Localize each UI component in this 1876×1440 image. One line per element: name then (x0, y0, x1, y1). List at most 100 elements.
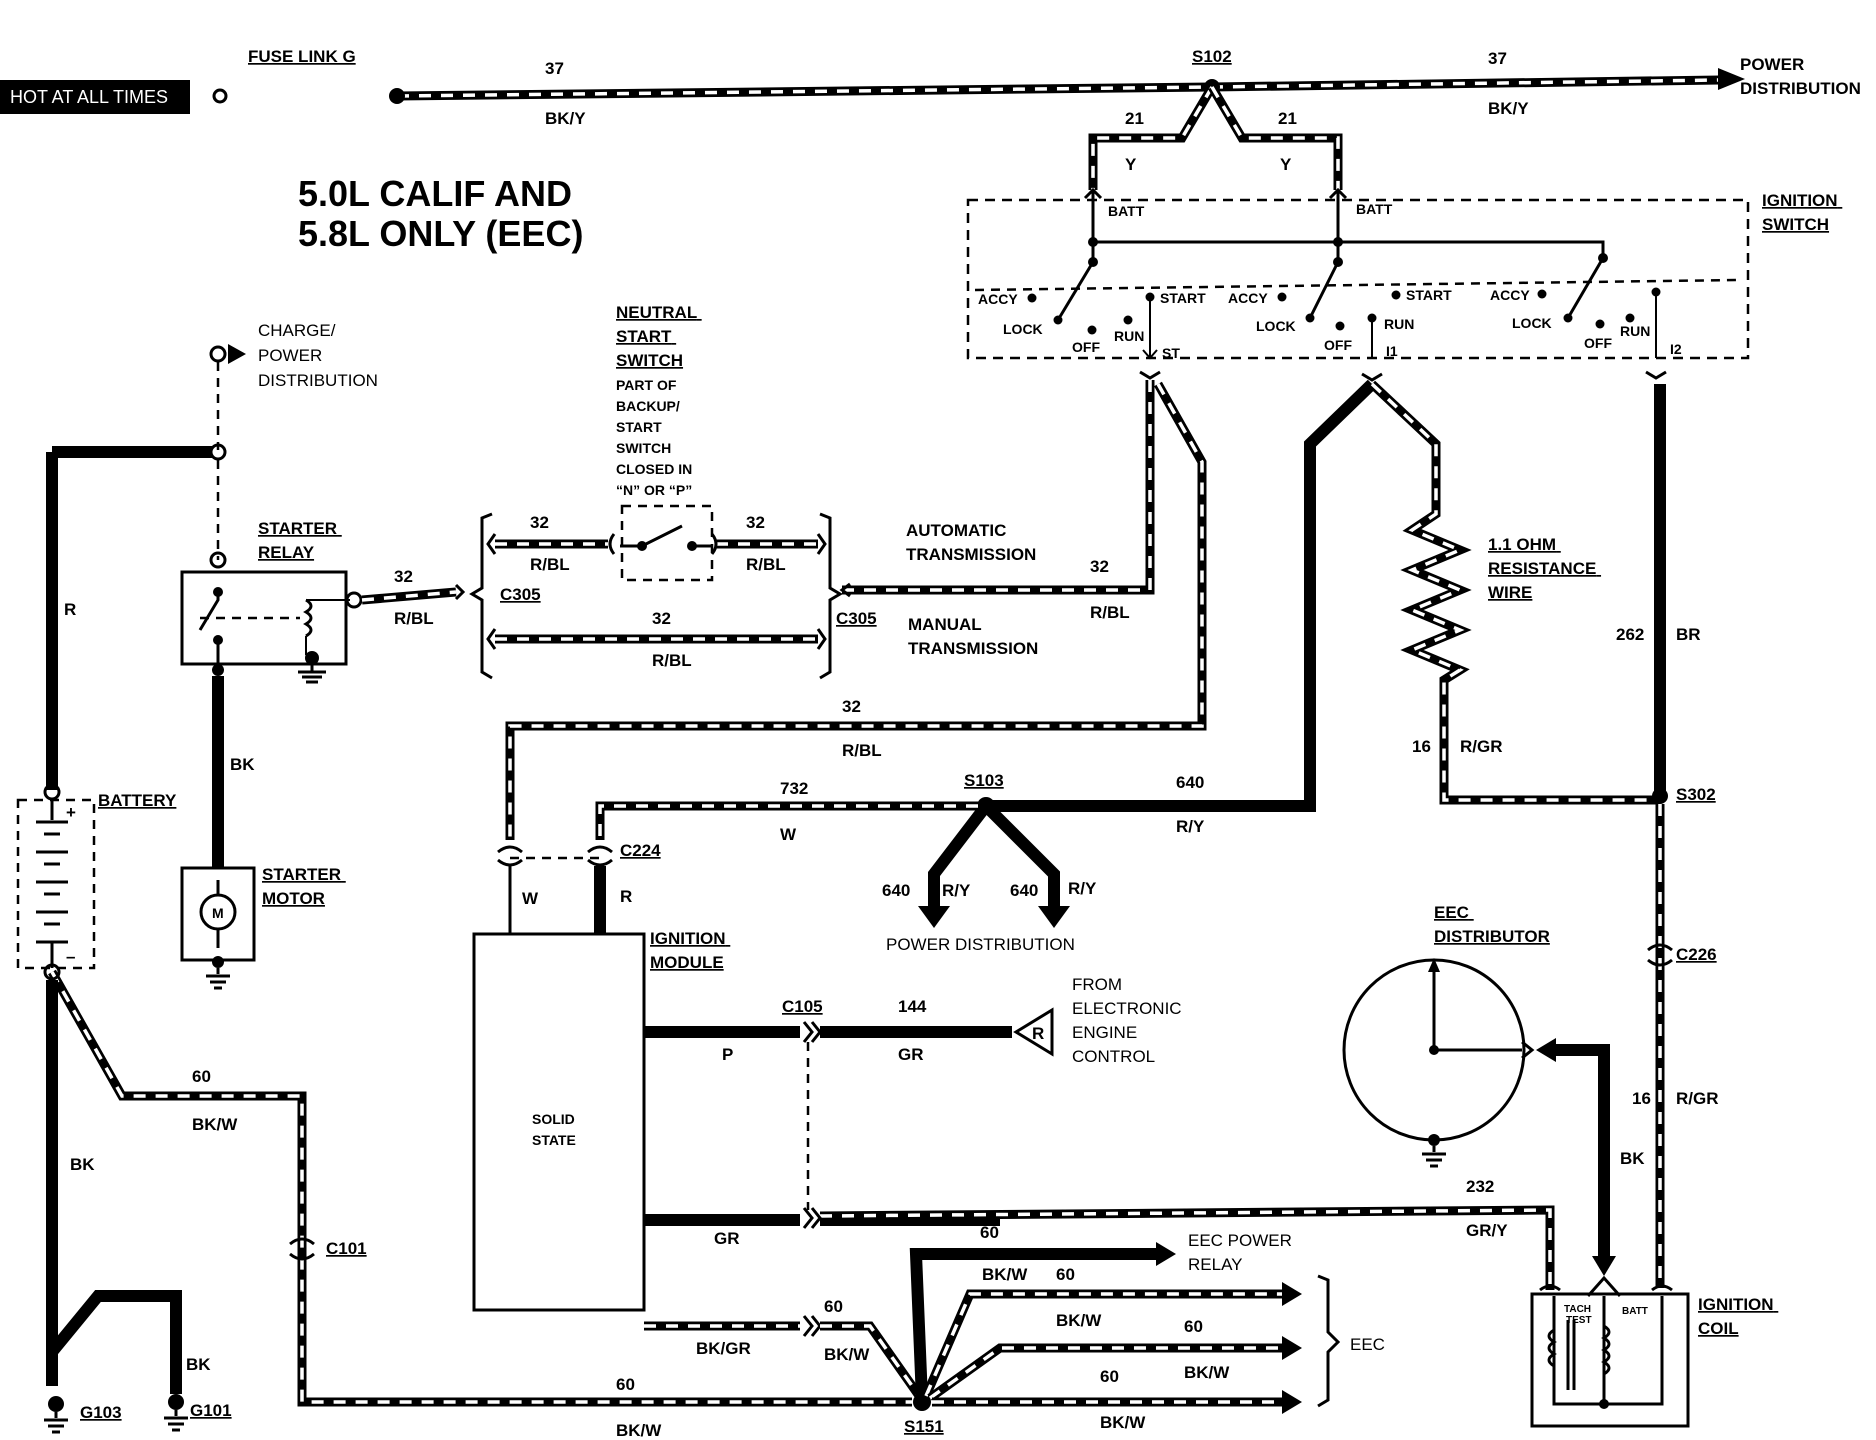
wire-60-eec1 (921, 1289, 1282, 1398)
ignition-module-box (472, 932, 646, 1312)
wire-21-right-color: Y (1280, 155, 1292, 174)
wire-262-color: BR (1676, 625, 1701, 644)
wire-32-relay (361, 587, 457, 605)
distributor-rotor (1432, 962, 1522, 1052)
hot-at-all-times-box (0, 80, 190, 114)
neutral-switch-title-line: START (616, 327, 672, 346)
contact-start (1391, 290, 1401, 300)
wire-32-auto-color: R/BL (1090, 603, 1130, 622)
hot-at-all-times-label: HOT AT ALL TIMES (10, 87, 168, 107)
contact-accy (1537, 289, 1547, 299)
from-eec-line: CONTROL (1072, 1047, 1155, 1066)
i1-connector (1361, 372, 1383, 382)
eec-distributor-line: DISTRIBUTOR (1434, 927, 1550, 946)
contact-off (1595, 319, 1605, 329)
ignition-switch-line: IGNITION (1762, 191, 1838, 210)
batt-terminal-right (1328, 187, 1348, 215)
wire-32-nss-right-color: R/BL (746, 555, 786, 574)
switch-accy-1: ACCY (978, 291, 1018, 307)
switch-lock-2: LOCK (1256, 318, 1296, 334)
coil-connector-pins (1539, 1284, 1673, 1292)
splice-s302: S302 (1676, 785, 1716, 804)
wire-21-right-number: 21 (1278, 109, 1297, 128)
auto-wire-end (839, 582, 851, 598)
wire-16-top-color: R/GR (1460, 737, 1503, 756)
contact-lock (1305, 313, 1315, 323)
charge-terminal (209, 345, 227, 363)
switch-lock-3: LOCK (1512, 315, 1552, 331)
power-distribution-line: DISTRIBUTION (1740, 79, 1861, 98)
wire-32-nss-left-color: R/BL (530, 555, 570, 574)
relay-coil (303, 598, 313, 638)
switch-accy-3: ACCY (1490, 287, 1530, 303)
wire-60-ground (48, 969, 912, 1407)
contact-off (1087, 325, 1097, 335)
wire-60-eec2-number: 60 (1184, 1317, 1203, 1336)
contact-lock (1563, 313, 1573, 323)
wire-232-number: 232 (1466, 1177, 1494, 1196)
relay-coil-terminal (345, 591, 363, 609)
battery-cells-icon (36, 800, 68, 968)
contact-run (1123, 315, 1133, 325)
c105-pin (802, 1021, 822, 1043)
c101-label: C101 (326, 1239, 367, 1258)
manual-trans-label: MANUAL TRANSMISSION (908, 615, 1038, 658)
eec-arrow-1 (1282, 1282, 1302, 1306)
wire-732-color: W (780, 825, 797, 844)
power-distribution-bottom: POWER DISTRIBUTION (886, 935, 1075, 954)
module-r-label: R (620, 887, 632, 906)
wire-144-number: 144 (898, 997, 927, 1016)
nss-connector-pins (608, 533, 718, 555)
solid-state-line: SOLID (532, 1111, 575, 1127)
eec-power-relay-line: RELAY (1188, 1255, 1243, 1274)
wire-37-left-color: BK/Y (545, 109, 586, 128)
wire-60-c105 (820, 1321, 926, 1403)
switch-arm-i2 (1566, 257, 1605, 319)
ground-g103-dot (48, 1396, 64, 1412)
st-arrow (1142, 349, 1158, 360)
wire-bk-starter-color: BK (230, 755, 255, 774)
c305-left-pin (454, 583, 466, 601)
wire-60-bottom-number: 60 (616, 1375, 635, 1394)
eec-relay-arrow (1156, 1242, 1176, 1266)
starter-relay-label: STARTER RELAY (258, 519, 342, 562)
module-w-label: W (522, 889, 539, 908)
ignition-module-line: IGNITION (650, 929, 726, 948)
ground-g103: G103 (80, 1403, 122, 1422)
charge-power-line: CHARGE/ (258, 321, 336, 340)
hot-terminal (212, 88, 228, 104)
starter-relay-line: STARTER (258, 519, 337, 538)
automatic-trans-line: AUTOMATIC (906, 521, 1006, 540)
wire-60-ground-color: BK/W (192, 1115, 238, 1134)
relay-bottom-terminal (212, 664, 224, 676)
charge-power-label: CHARGE/ POWER DISTRIBUTION (258, 321, 378, 390)
switch-i1: I1 (1386, 343, 1398, 359)
ground-g103-icon (44, 1412, 68, 1434)
ignition-switch-box (966, 198, 1750, 360)
ground-g101-dot (168, 1394, 184, 1410)
wire-32-long-number: 32 (842, 697, 861, 716)
neutral-switch-note: PART OF BACKUP/ START SWITCH CLOSED IN “… (616, 377, 696, 498)
switch-batt-right: BATT (1356, 201, 1393, 217)
splice-s103: S103 (964, 771, 1004, 790)
from-eec-line: ENGINE (1072, 1023, 1137, 1042)
wire-21-right (1208, 84, 1343, 190)
wire-640-number: 640 (1176, 773, 1204, 792)
c226-pin (1647, 943, 1673, 967)
wire-60-bottom-color: BK/W (616, 1421, 662, 1440)
switch-arm-st (1056, 261, 1095, 321)
switch-run-3: RUN (1620, 323, 1650, 339)
battery-label: BATTERY (98, 791, 177, 810)
coil-tach-test-line: TACH (1564, 1304, 1591, 1315)
distributor-ground-dot (1428, 1134, 1440, 1146)
module-bkgr-label: BK/GR (696, 1339, 751, 1358)
wire-21-left (1088, 84, 1216, 190)
distributor-terminal (1521, 1040, 1535, 1060)
neutral-switch-note-line: START (616, 419, 662, 435)
wire-60-eec3-number: 60 (1100, 1367, 1119, 1386)
wire-32-auto-number: 32 (1090, 557, 1109, 576)
distributor-center (1429, 1045, 1439, 1055)
wire-37-right-number: 37 (1488, 49, 1507, 68)
battery-minus: – (66, 947, 75, 966)
diagram-title-line2: 5.8L ONLY (EEC) (298, 213, 583, 254)
